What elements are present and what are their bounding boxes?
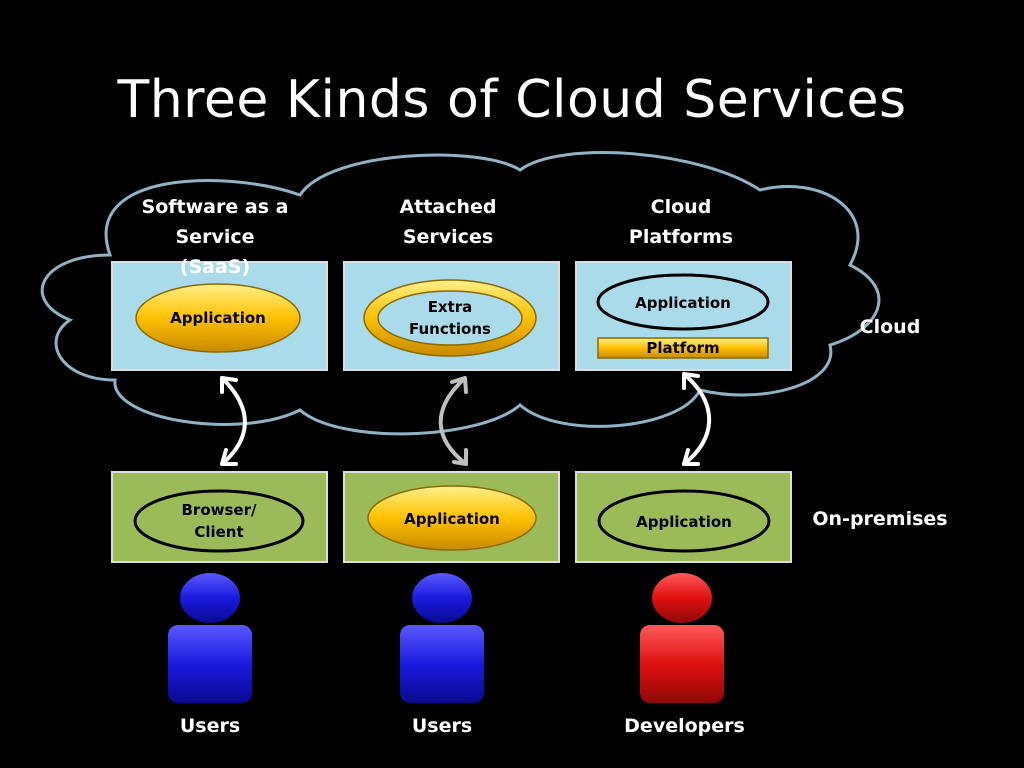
platform-arrow	[682, 372, 712, 466]
onprem-label: On-premises	[812, 508, 948, 530]
platform-application-ellipse	[596, 273, 770, 331]
users-label-1: Users	[179, 715, 241, 737]
browser-client-line2: Client	[194, 523, 244, 541]
saas-application-ellipse	[135, 283, 301, 353]
cloud-label: Cloud	[859, 316, 921, 338]
attached-arrow	[438, 376, 468, 466]
browser-client-line1: Browser/	[181, 501, 257, 519]
attached-heading-line2: Services	[402, 226, 494, 248]
saas-heading-line2: Service	[175, 226, 255, 248]
extra-functions-line2: Functions	[409, 320, 491, 338]
users-figure-2	[400, 573, 484, 703]
attached-application-ellipse	[367, 485, 537, 551]
developers-label: Developers	[624, 715, 745, 737]
platforms-heading-line1: Cloud	[650, 196, 712, 218]
saas-arrow	[220, 376, 247, 466]
extra-functions-line1: Extra	[427, 298, 473, 316]
platform-label: Platform	[646, 339, 720, 357]
extra-functions-inner	[377, 290, 523, 346]
attached-heading-line1: Attached	[399, 196, 497, 218]
attached-application-label: Application	[404, 510, 500, 528]
developers-figure	[640, 573, 724, 703]
platforms-heading: Cloud Platforms	[581, 192, 781, 252]
slide-title: Three Kinds of Cloud Services	[117, 70, 907, 130]
browser-client-label: Browser/ Client	[139, 499, 299, 543]
platform-application-label: Application	[635, 294, 731, 312]
users-label-2: Users	[411, 715, 473, 737]
platforms-heading-line2: Platforms	[628, 226, 734, 248]
saas-heading: Software as a Service (SaaS)	[115, 192, 315, 282]
platform-onprem-application-label: Application	[636, 513, 732, 531]
platform-bar	[597, 337, 769, 359]
attached-heading: Attached Services	[348, 192, 548, 252]
platform-onprem-application-ellipse	[597, 489, 771, 553]
browser-client-ellipse	[133, 489, 305, 553]
extra-functions-label: Extra Functions	[370, 296, 530, 340]
users-figure-1	[168, 573, 252, 703]
saas-heading-line1: Software as a	[141, 196, 289, 218]
saas-heading-line3: (SaaS)	[179, 256, 251, 278]
saas-application-label: Application	[170, 309, 266, 327]
